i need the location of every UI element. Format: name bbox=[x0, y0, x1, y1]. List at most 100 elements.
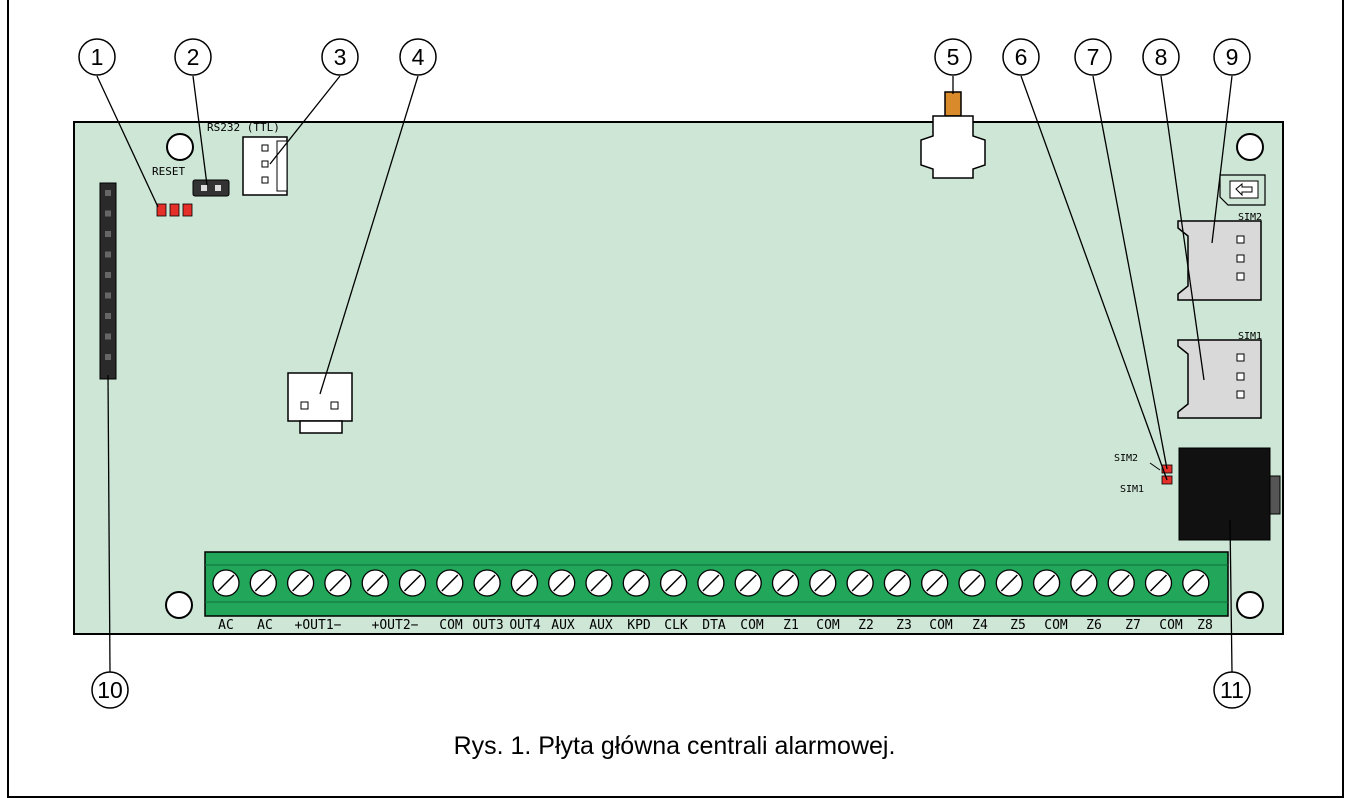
terminal-label: Z5 bbox=[1010, 618, 1026, 633]
figure-caption: Rys. 1. Płyta główna centrali alarmowej. bbox=[453, 732, 896, 760]
terminal-screw bbox=[473, 569, 501, 597]
callout-1: 1 bbox=[78, 38, 116, 76]
callout-11: 11 bbox=[1213, 671, 1251, 709]
svg-text:6: 6 bbox=[1015, 44, 1028, 70]
terminal-label: Z7 bbox=[1125, 618, 1141, 633]
callout-4: 4 bbox=[399, 38, 437, 76]
mounting-hole bbox=[1236, 591, 1264, 619]
terminal-label: DTA bbox=[702, 618, 726, 633]
callout-5: 5 bbox=[934, 38, 972, 76]
sim2-socket bbox=[1177, 220, 1262, 301]
terminal-screw bbox=[436, 569, 464, 597]
terminal-screw bbox=[995, 569, 1023, 597]
terminal-label: Z3 bbox=[896, 618, 912, 633]
leader-lines bbox=[96, 75, 1233, 673]
mounting-hole bbox=[166, 133, 194, 161]
callout-10: 10 bbox=[91, 671, 129, 709]
callout-3: 3 bbox=[321, 38, 359, 76]
svg-text:3: 3 bbox=[334, 44, 347, 70]
audio-jack bbox=[1178, 447, 1281, 541]
terminal-screw bbox=[734, 569, 762, 597]
sim2-socket-label: SIM2 bbox=[1238, 212, 1262, 223]
sim2-led-label: SIM2 bbox=[1114, 453, 1138, 464]
terminal-screw bbox=[361, 569, 389, 597]
terminal-screw bbox=[324, 569, 352, 597]
terminal-screw bbox=[1070, 569, 1098, 597]
callout-2: 2 bbox=[174, 38, 212, 76]
terminal-screw bbox=[771, 569, 800, 597]
header-pin bbox=[105, 354, 111, 360]
terminal-screw bbox=[249, 569, 277, 597]
terminal-label: COM bbox=[929, 618, 953, 633]
sim1-socket bbox=[1177, 339, 1262, 419]
terminal-label: COM bbox=[1159, 618, 1183, 633]
terminal-screw bbox=[1107, 569, 1135, 597]
terminal-screw bbox=[921, 569, 949, 597]
terminal-label: Z2 bbox=[858, 618, 874, 633]
terminal-screw bbox=[1182, 569, 1210, 597]
rs232-label: RS232 (TTL) bbox=[207, 121, 280, 134]
terminal-label: AC bbox=[257, 618, 273, 633]
header-pin bbox=[105, 333, 111, 340]
callout-6: 6 bbox=[1002, 38, 1040, 76]
terminal-label: AUX bbox=[589, 618, 613, 633]
mounting-hole bbox=[1236, 133, 1264, 161]
svg-text:8: 8 bbox=[1155, 44, 1168, 70]
pcb-board bbox=[73, 121, 1284, 635]
terminal-label: COM bbox=[740, 618, 764, 633]
reset-label: RESET bbox=[152, 165, 185, 178]
terminal-label: Z6 bbox=[1086, 618, 1102, 633]
svg-text:10: 10 bbox=[97, 677, 123, 703]
status-leds bbox=[156, 203, 193, 217]
header-pin bbox=[105, 210, 111, 217]
terminal-label: Z4 bbox=[972, 618, 988, 633]
callout-8: 8 bbox=[1142, 38, 1180, 76]
sim1-led-label: SIM1 bbox=[1120, 484, 1144, 495]
terminal-label: OUT4 bbox=[509, 618, 540, 633]
svg-text:9: 9 bbox=[1226, 44, 1239, 70]
sim1-socket-label: SIM1 bbox=[1238, 331, 1262, 342]
svg-text:2: 2 bbox=[187, 44, 200, 70]
terminal-screw bbox=[510, 569, 539, 597]
terminal-label: Z8 bbox=[1197, 618, 1213, 633]
header-pin bbox=[105, 231, 111, 237]
callout-9: 9 bbox=[1213, 38, 1251, 76]
header-pin bbox=[105, 313, 111, 319]
terminal-block bbox=[204, 551, 1229, 617]
terminal-label: CLK bbox=[664, 618, 688, 633]
terminal-label: OUT3 bbox=[472, 618, 503, 633]
header-pin bbox=[105, 190, 111, 196]
terminal-label: COM bbox=[816, 618, 840, 633]
terminal-label: COM bbox=[1044, 618, 1068, 633]
terminal-label: +OUT1− bbox=[295, 618, 342, 633]
svg-text:7: 7 bbox=[1087, 44, 1100, 70]
terminal-screw bbox=[622, 569, 650, 597]
terminal-screw bbox=[697, 569, 725, 597]
terminal-label: Z1 bbox=[783, 618, 799, 633]
terminal-screw bbox=[398, 569, 427, 597]
mounting-hole bbox=[165, 591, 193, 619]
svg-text:1: 1 bbox=[91, 44, 104, 70]
terminal-label: +OUT2− bbox=[372, 618, 419, 633]
svg-text:5: 5 bbox=[947, 44, 960, 70]
terminal-screw bbox=[1144, 569, 1173, 597]
terminal-label: AUX bbox=[551, 618, 575, 633]
pin-header-connector bbox=[99, 182, 117, 380]
terminal-screw bbox=[548, 569, 576, 597]
svg-text:4: 4 bbox=[412, 44, 425, 70]
terminal-screw bbox=[212, 569, 240, 597]
terminal-screw bbox=[846, 569, 874, 597]
sim-eject-icon bbox=[1219, 174, 1266, 206]
terminal-screw bbox=[809, 569, 837, 597]
terminal-screw bbox=[883, 569, 912, 597]
rs232-connector bbox=[242, 136, 288, 196]
callout-7: 7 bbox=[1074, 38, 1112, 76]
terminal-screw bbox=[958, 569, 986, 597]
terminal-screw bbox=[1032, 569, 1061, 597]
svg-text:11: 11 bbox=[1220, 677, 1244, 703]
terminal-screw bbox=[585, 569, 613, 597]
antenna-connector bbox=[920, 91, 986, 179]
terminal-label: COM bbox=[439, 618, 463, 633]
terminal-label: AC bbox=[218, 618, 234, 633]
